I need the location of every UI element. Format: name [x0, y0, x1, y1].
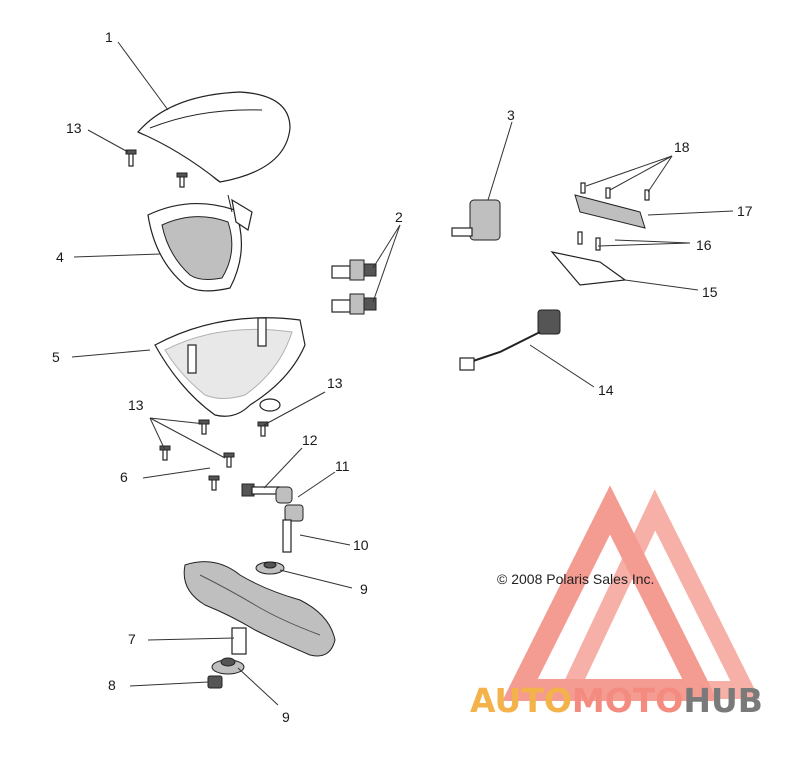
part-8-nut: [207, 675, 223, 689]
copyright-text: © 2008 Polaris Sales Inc.: [497, 571, 654, 587]
handlebar-clamp: [183, 561, 336, 657]
callout-10: 10: [353, 537, 369, 553]
screw-13-top: [125, 149, 188, 188]
callout-8: 8: [108, 677, 116, 693]
callout-18: 18: [674, 139, 690, 155]
part-12-bolt: [241, 483, 281, 497]
callout-11: 11: [335, 458, 350, 474]
part-3-switch: [451, 199, 501, 241]
part-9-grommet-top: [255, 561, 285, 575]
part-14-harness: [459, 309, 561, 371]
callout-7: 7: [128, 631, 136, 647]
callout-16: 16: [696, 237, 712, 253]
callout-labels: 1 2 3 4 5 6 7 8 9 9 10 11 12 13 13 13 14…: [52, 29, 753, 725]
callout-13-middle-left: 13: [128, 397, 144, 413]
part-4-headlight: [147, 194, 253, 292]
part-17-gauge: [574, 194, 646, 229]
callout-1: 1: [105, 29, 113, 45]
part-18-screws: [580, 182, 650, 201]
part-16-screws: [577, 231, 601, 251]
callout-17: 17: [737, 203, 753, 219]
watermark-text-hub: HUB: [683, 681, 763, 720]
watermark-logo: [502, 485, 760, 701]
watermark-text-moto: MOTO: [572, 681, 683, 720]
watermark-text: AUTOMOTOHUB: [470, 681, 763, 720]
part-10-stud: [282, 504, 304, 553]
watermark-text-auto: AUTO: [470, 681, 572, 720]
callout-4: 4: [56, 249, 64, 265]
part-1-cover: [137, 91, 291, 183]
callout-2: 2: [395, 209, 403, 225]
leader-lines: [71, 41, 734, 706]
callout-13-top: 13: [66, 120, 82, 136]
callout-9-lower: 9: [282, 709, 290, 725]
callout-5: 5: [52, 349, 60, 365]
screws-13-middle: [159, 419, 269, 491]
part-2-bulbs: [331, 259, 377, 315]
callout-9-upper: 9: [360, 581, 368, 597]
part-7-spacer: [231, 627, 247, 655]
part-11-bushing: [275, 486, 293, 504]
callout-15: 15: [702, 284, 718, 300]
callout-3: 3: [507, 107, 515, 123]
part-9-grommet-bottom: [211, 657, 245, 675]
callout-12: 12: [302, 432, 318, 448]
callout-6: 6: [120, 469, 128, 485]
callout-13-middle-right: 13: [327, 375, 343, 391]
callout-14: 14: [598, 382, 614, 398]
part-15-bracket: [550, 251, 627, 286]
part-5-housing: [154, 317, 306, 417]
